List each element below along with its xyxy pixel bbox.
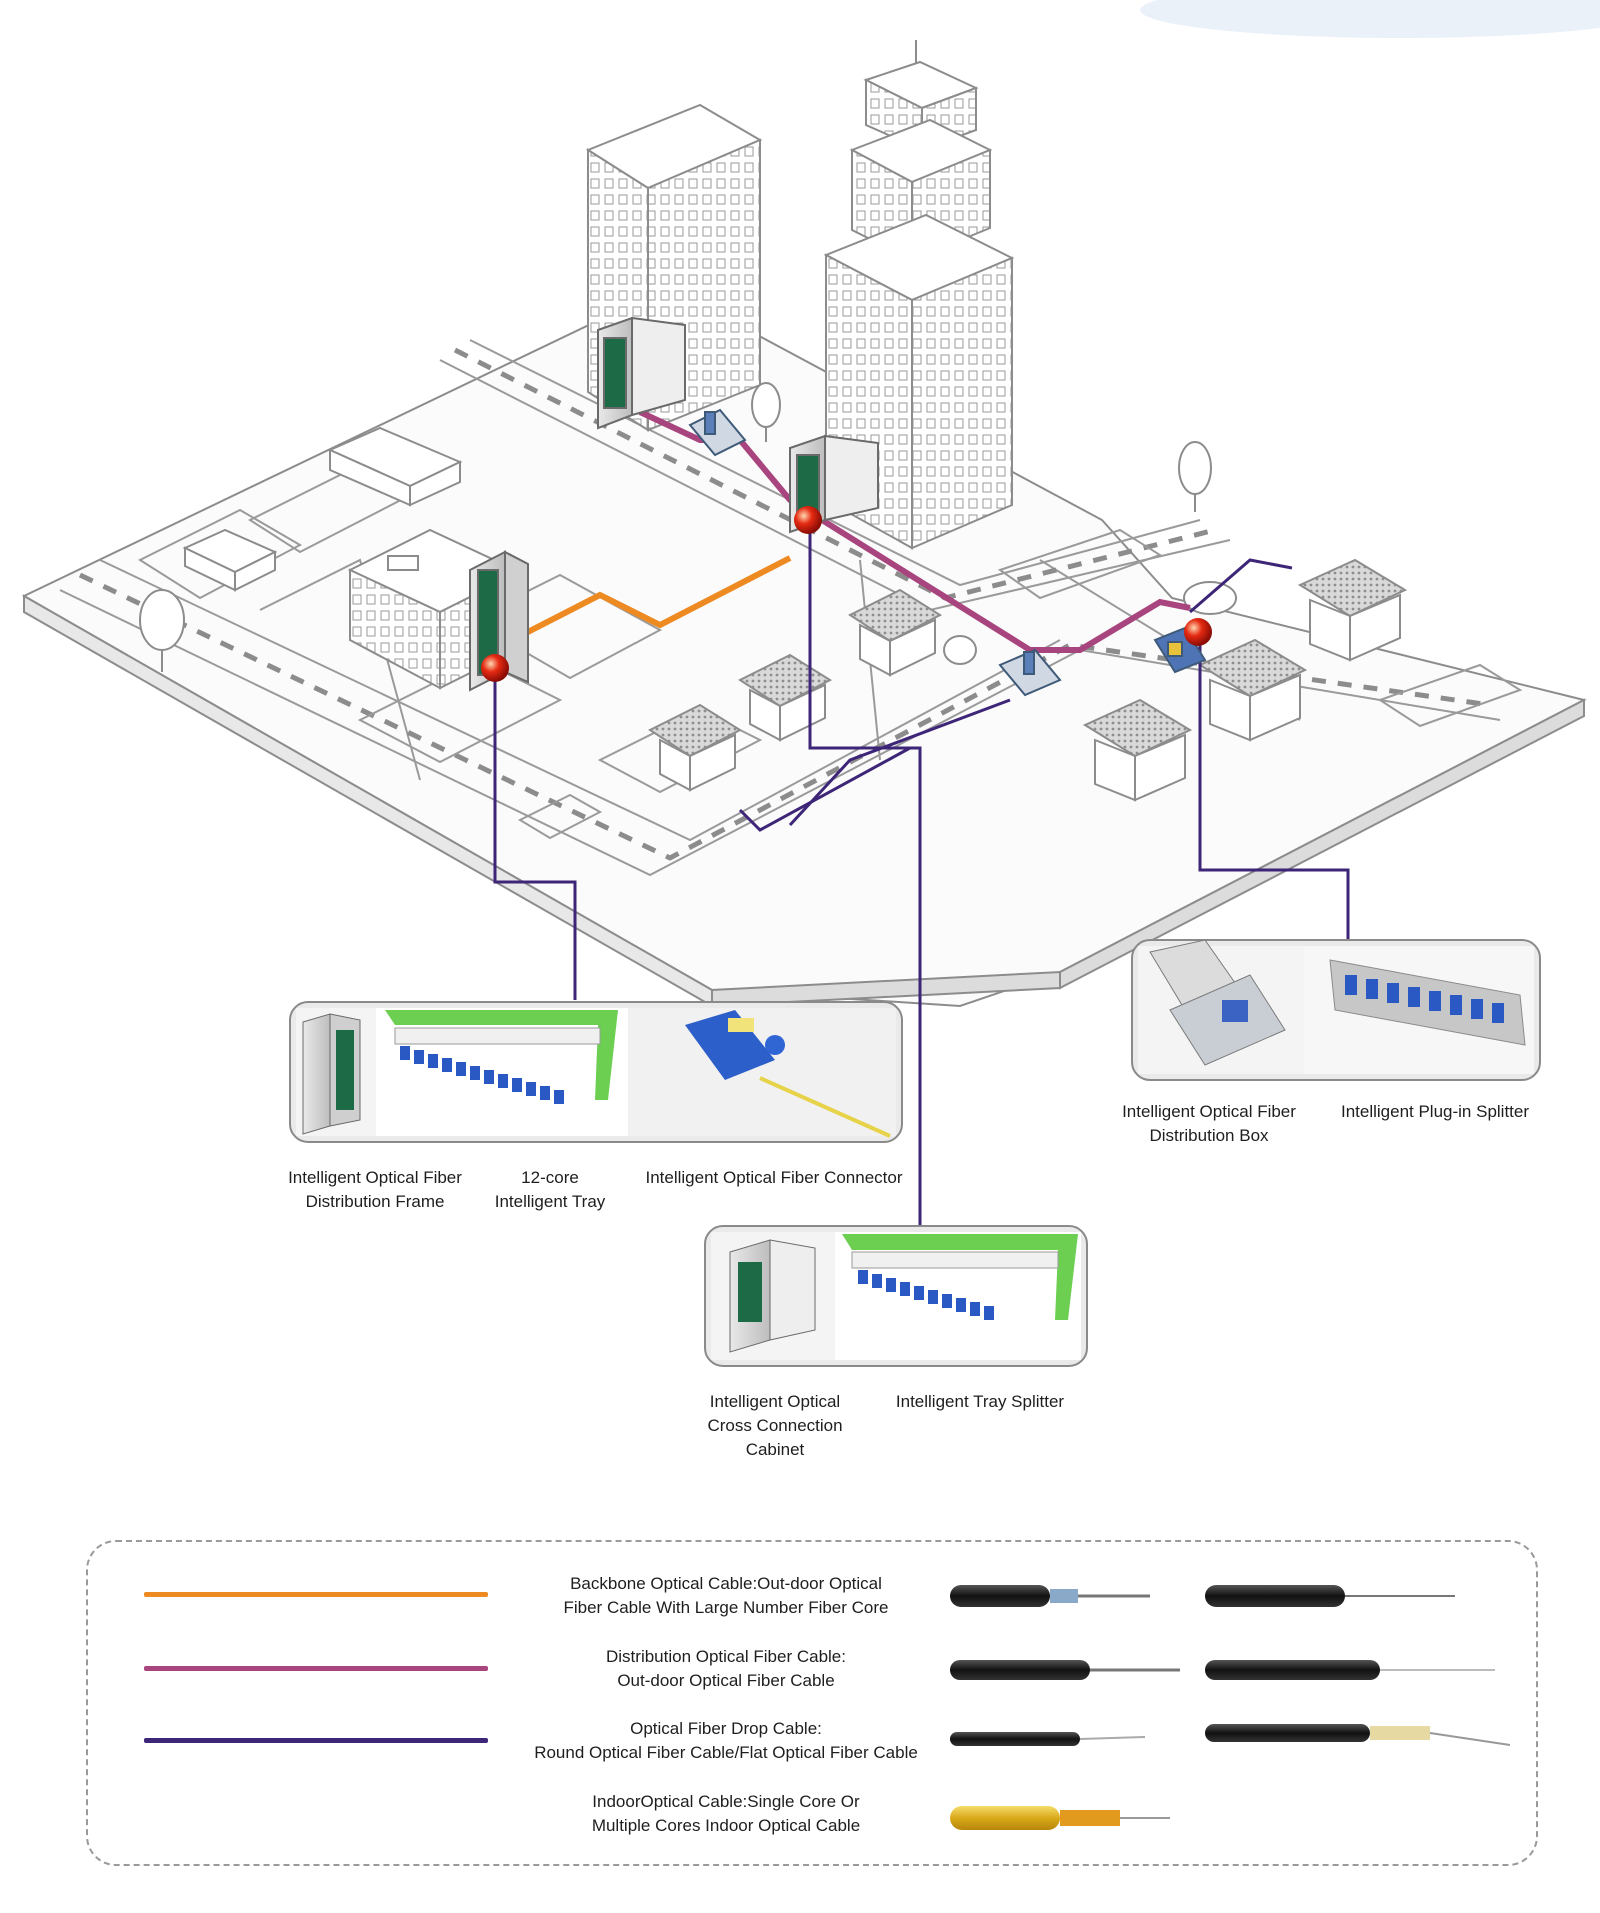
- drop-cables: [493, 520, 1350, 1232]
- caption-tray-splitter: Intelligent Tray Splitter: [895, 1392, 1065, 1411]
- caption-plugin-splitter: Intelligent Plug-in Splitter: [1340, 1102, 1530, 1121]
- caption-12core-tray: 12-core Intelligent Tray: [494, 1168, 606, 1211]
- sky-decoration: [1140, 0, 1600, 38]
- houses: [647, 558, 1408, 802]
- distribution-box-house: [1153, 626, 1207, 674]
- backbone-cable: [518, 555, 792, 639]
- cabinet-office: [597, 316, 686, 430]
- legend-line-drop: [144, 1738, 488, 1743]
- legend-panel: [86, 1540, 1538, 1866]
- panel-cabinet-products: [704, 1225, 1088, 1367]
- legend-cable-photos: [950, 1585, 1511, 1830]
- legend-line-distribution: [144, 1666, 488, 1671]
- caption-odf-frame: Intelligent Optical Fiber Distribution F…: [288, 1168, 462, 1211]
- legend-label-distribution: Distribution Optical Fiber Cable: Out-do…: [606, 1647, 846, 1690]
- legend-label-drop: Optical Fiber Drop Cable: Round Optical …: [534, 1719, 918, 1762]
- skyscraper: [823, 40, 1015, 550]
- caption-distribution-box: Intelligent Optical Fiber Distribution B…: [1122, 1102, 1296, 1145]
- legend-label-backbone: Backbone Optical Cable:Out-door Optical …: [563, 1574, 889, 1617]
- node-marker-frame: [481, 654, 509, 682]
- panel-box-products: [1131, 939, 1541, 1081]
- splice-closures: [688, 408, 1062, 697]
- panel-frame-products: [289, 1001, 903, 1143]
- node-marker-cabinet: [794, 506, 822, 534]
- caption-connector: Intelligent Optical Fiber Connector: [645, 1168, 903, 1187]
- legend-line-backbone: [144, 1592, 488, 1597]
- cabinet-cross-connect: [789, 434, 879, 534]
- legend-label-indoor: IndoorOptical Cable:Single Core Or Multi…: [591, 1792, 861, 1835]
- node-marker-box: [1184, 618, 1212, 646]
- small-buildings: [182, 426, 463, 592]
- trees: [139, 382, 1237, 672]
- caption-cross-cabinet: Intelligent Optical Cross Connection Cab…: [707, 1392, 843, 1459]
